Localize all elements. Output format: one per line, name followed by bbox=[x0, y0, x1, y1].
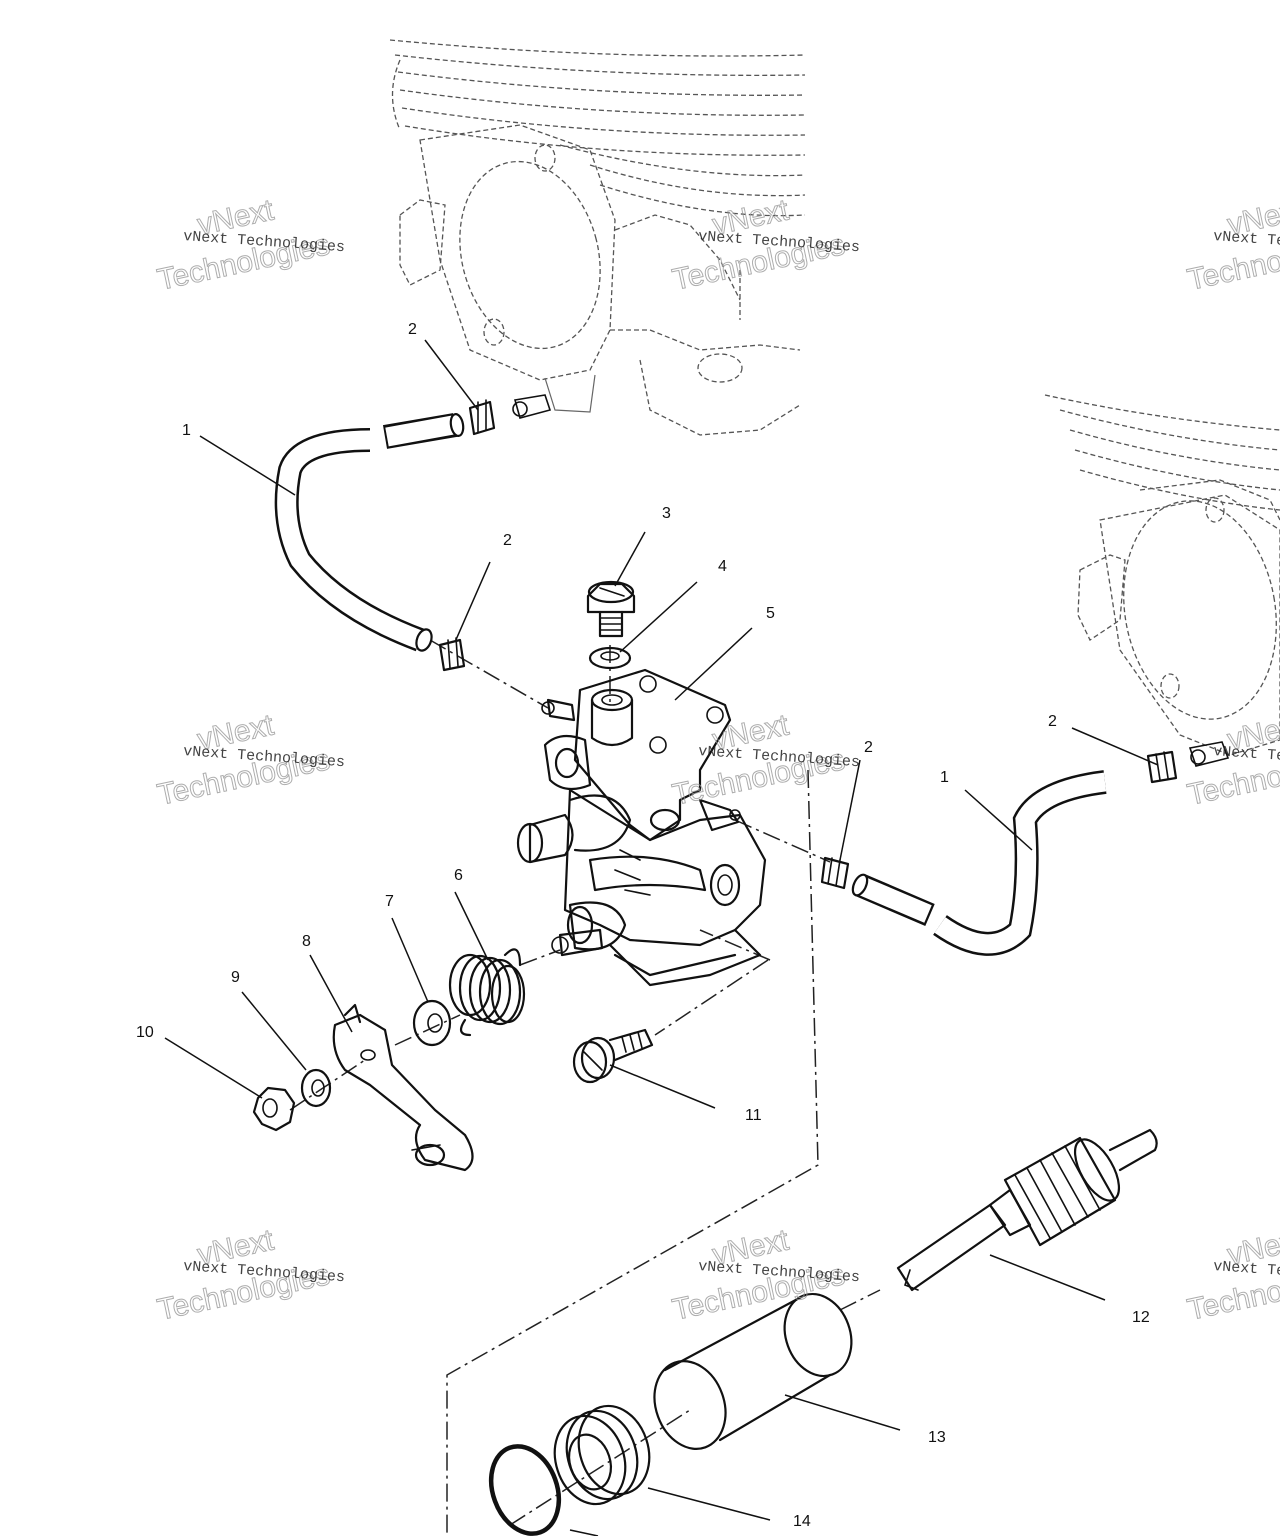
callout-7: 7 bbox=[385, 893, 394, 910]
callout-2-upper: 2 bbox=[408, 321, 417, 338]
callout-8: 8 bbox=[302, 933, 311, 950]
watermark-bottom-left: vNext Technologies vNext Technologies bbox=[154, 1223, 345, 1327]
snap-ring bbox=[488, 1444, 562, 1536]
alignment-phantom-lines bbox=[289, 639, 881, 1536]
sealing-washer bbox=[588, 646, 632, 670]
watermark-top-right: vNext Technologies vNext Technologies bbox=[1184, 193, 1280, 297]
flat-washer bbox=[412, 999, 452, 1047]
callout-12: 12 bbox=[1132, 1309, 1150, 1326]
callout-4: 4 bbox=[718, 558, 727, 575]
return-spring bbox=[448, 948, 526, 1037]
callout-13: 13 bbox=[928, 1429, 946, 1446]
hose-clamp-upper bbox=[468, 399, 496, 436]
mounting-screw bbox=[572, 1028, 654, 1084]
watermark-middle-left: vNext Technologies vNext Technologies bbox=[154, 708, 345, 812]
engine-cylinder-right bbox=[1044, 394, 1280, 767]
watermark-bottom-center: vNext Technologies vNext Technologies bbox=[669, 1223, 860, 1327]
callout-9: 9 bbox=[231, 969, 240, 986]
callout-1-left: 1 bbox=[182, 422, 191, 439]
pump-drive-gear-shaft bbox=[896, 1128, 1158, 1292]
callout-11: 11 bbox=[745, 1107, 762, 1124]
callout-numbers: 1 1 2 2 2 2 3 4 5 6 7 8 9 10 11 12 13 14 bbox=[136, 321, 1150, 1530]
watermark-bottom-right: vNext Technologies vNext Technologies bbox=[1184, 1223, 1280, 1327]
watermark-middle-center: vNext Technologies vNext Technologies bbox=[669, 708, 860, 812]
callout-2-center: 2 bbox=[864, 739, 873, 756]
engine-cylinder-top bbox=[389, 39, 806, 436]
callout-leader-lines bbox=[164, 339, 1159, 1536]
pump-control-lever bbox=[332, 1003, 474, 1172]
pump-bolt-screw bbox=[586, 580, 636, 638]
watermark-top-center: vNext Technologies vNext Technologies bbox=[669, 193, 860, 297]
callout-14: 14 bbox=[793, 1513, 811, 1530]
callout-1-right: 1 bbox=[940, 769, 949, 786]
hose-clamp-center-right bbox=[820, 856, 850, 890]
shaft-bushing-sleeve bbox=[653, 1292, 853, 1450]
hex-nut bbox=[252, 1086, 296, 1132]
callout-5: 5 bbox=[766, 605, 775, 622]
callout-3: 3 bbox=[662, 505, 671, 522]
callout-10: 10 bbox=[136, 1024, 154, 1041]
hose-clamp-left bbox=[438, 637, 466, 672]
oil-hose-right bbox=[851, 770, 1107, 956]
callout-2-left: 2 bbox=[503, 532, 512, 549]
callout-6: 6 bbox=[454, 867, 463, 884]
watermark-middle-right: vNext Technologies vNext Technologies bbox=[1184, 708, 1280, 812]
watermark-top-left: vNext Technologies vNext Technologies bbox=[154, 193, 345, 297]
hose-clamp-far-right bbox=[1146, 750, 1178, 784]
oil-seal bbox=[553, 1404, 651, 1506]
oil-hose-left bbox=[274, 413, 465, 652]
lock-washer bbox=[300, 1068, 332, 1108]
oil-pump-assembly bbox=[516, 668, 767, 987]
callout-2-right: 2 bbox=[1048, 713, 1057, 730]
